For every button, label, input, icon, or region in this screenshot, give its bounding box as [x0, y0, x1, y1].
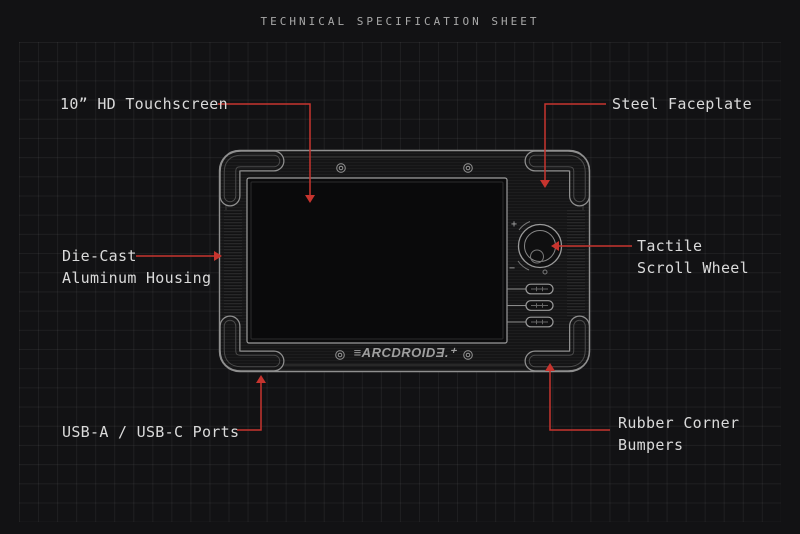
wheel-plus-glyph: + [511, 219, 517, 230]
wheel-minus-glyph: − [509, 263, 515, 274]
wheel-indicator-dot [542, 269, 548, 275]
callout-line-usb [237, 383, 262, 431]
wheel-arc-down [517, 260, 530, 271]
side-buttons [507, 283, 554, 328]
callout-arrow-wheel [551, 241, 559, 251]
side-button [525, 316, 554, 328]
label-housing-line1: Die-Cast [62, 247, 137, 265]
brand-logo: ≡ARCDROIDƎ.⁺ [354, 345, 458, 360]
callout-line-bumpers [549, 371, 610, 431]
right-rib-texture [567, 210, 585, 318]
screw-icon [463, 350, 473, 360]
label-touchscreen: 10” HD Touchscreen [60, 95, 228, 113]
sheet-title: TECHNICAL SPECIFICATION SHEET [260, 15, 540, 28]
label-wheel-line1: Tactile [637, 237, 703, 255]
side-button [525, 300, 554, 311]
label-bumpers-line1: Rubber Corner [618, 414, 740, 432]
label-housing: Die-Cast Aluminum Housing [62, 245, 211, 289]
bumper-bottom-left [219, 315, 285, 372]
callout-arrow-touchscreen [305, 195, 315, 203]
left-rib-texture [224, 210, 242, 318]
touchscreen [246, 177, 508, 344]
screw-icon [335, 350, 345, 360]
callout-lines [136, 103, 632, 431]
screws [335, 163, 473, 360]
callout-line-touchscreen [218, 103, 311, 195]
callout-arrow-faceplate [540, 180, 550, 188]
label-bumpers: Rubber Corner Bumpers [618, 412, 739, 456]
screw-icon [463, 163, 473, 173]
bumper-bottom-right [524, 315, 590, 372]
callout-arrow-usb [256, 375, 266, 383]
label-wheel-line2: Scroll Wheel [637, 259, 749, 277]
corner-bumpers [219, 150, 590, 372]
callout-line-faceplate [544, 103, 606, 180]
callout-arrow-housing [214, 251, 222, 261]
label-usb: USB-A / USB-C Ports [62, 423, 240, 441]
bumper-top-left [219, 150, 285, 207]
callout-arrow-bumpers [545, 363, 555, 371]
wheel-arc-up [518, 221, 531, 231]
label-bumpers-line2: Bumpers [618, 436, 684, 454]
label-housing-line2: Aluminum Housing [62, 269, 212, 287]
side-button [525, 283, 554, 295]
label-faceplate: Steel Faceplate [612, 95, 752, 113]
screw-icon [336, 163, 346, 173]
bumper-top-right [524, 150, 590, 207]
label-wheel: Tactile Scroll Wheel [637, 235, 749, 279]
